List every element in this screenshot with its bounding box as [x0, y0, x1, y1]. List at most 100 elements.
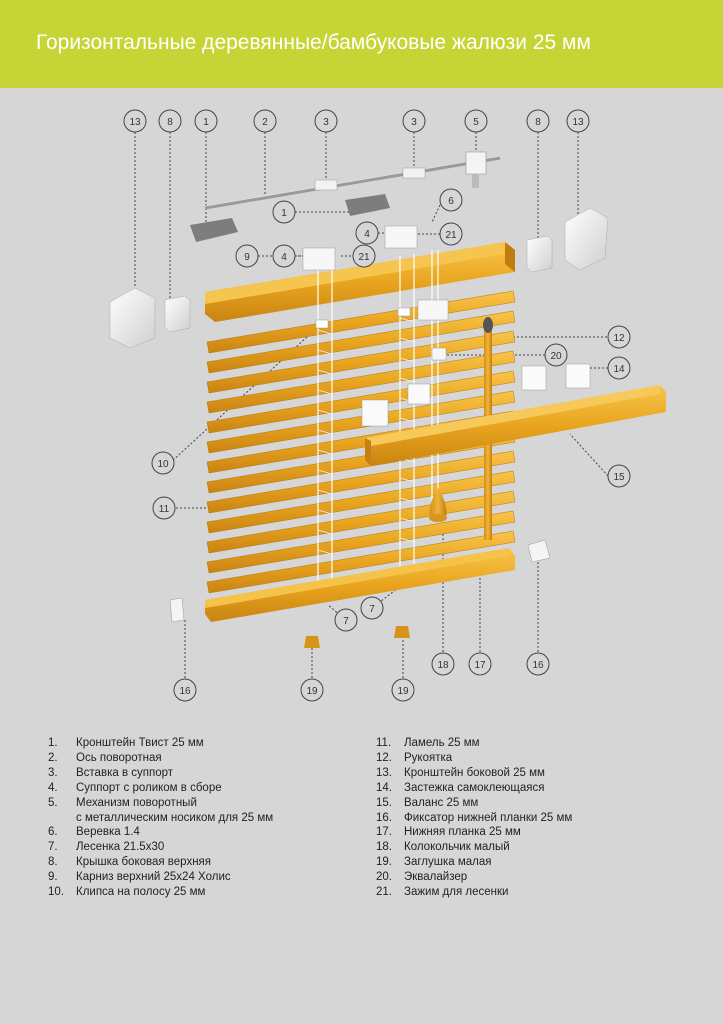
legend-number: 14.: [376, 781, 392, 794]
legend-item: 14.Застежка самоклеющаяся: [376, 781, 706, 796]
legend-text: Карниз верхний 25x24 Холис: [76, 871, 231, 884]
callout-13-left: 13: [123, 109, 147, 133]
legend-number: 2.: [48, 751, 58, 764]
svg-text:15: 15: [613, 472, 625, 483]
svg-text:1: 1: [203, 117, 209, 128]
svg-text:19: 19: [397, 686, 409, 697]
legend-number: [48, 811, 76, 826]
svg-text:8: 8: [535, 117, 541, 128]
legend-number: 20.: [376, 871, 392, 884]
legend-text: Колокольчик малый: [404, 841, 510, 854]
legend-item: 1. Кронштейн Твист 25 мм: [48, 736, 358, 751]
svg-text:3: 3: [411, 117, 417, 128]
legend-number: 8.: [48, 856, 58, 869]
legend-item: 7.Лесенка 21.5x30: [48, 840, 358, 855]
legend-text: Суппорт с роликом в сборе: [76, 781, 222, 794]
legend-text: Валанс 25 мм: [404, 796, 479, 809]
callout-9: 9: [235, 244, 259, 268]
legend-number: 1.: [48, 737, 58, 749]
callout-5: 5: [464, 109, 488, 133]
bell-tassel: [429, 488, 447, 522]
legend-number: 3.: [48, 766, 58, 779]
legend-text: Заглушка малая: [404, 856, 492, 869]
callout-14: 14: [607, 356, 631, 380]
svg-text:16: 16: [532, 660, 544, 671]
legend-item: 17. Нижняя планка 25 мм: [376, 825, 706, 840]
callout-18: 18: [431, 652, 455, 676]
legend-item: 5. Механизм поворотный: [48, 796, 358, 811]
legend-text: Эквалайзер: [404, 871, 468, 884]
legend-item: 21. Зажим для лесенки: [376, 885, 706, 900]
callout-11: 11: [152, 496, 176, 520]
legend-text: Ламель 25 мм: [404, 737, 480, 749]
svg-text:6: 6: [448, 196, 454, 207]
svg-text:9: 9: [244, 252, 250, 263]
legend-item: с металлическим носиком для 25 мм: [48, 811, 358, 826]
svg-text:20: 20: [550, 351, 562, 362]
svg-text:1: 1: [281, 208, 287, 219]
svg-text:7: 7: [369, 604, 375, 615]
legend-item: 10. Клипса на полосу 25 мм: [48, 885, 358, 900]
callout-15: 15: [607, 464, 631, 488]
legend-item: 13.Кронштейн боковой 25 мм: [376, 766, 706, 781]
legend-number: 19.: [376, 856, 392, 869]
legend-item: 20. Эквалайзер: [376, 870, 706, 885]
callout-1-mid: 1: [272, 200, 296, 224]
legend-item: 3. Вставка в суппорт: [48, 766, 358, 781]
svg-text:13: 13: [129, 117, 141, 128]
svg-text:21: 21: [358, 252, 370, 263]
callout-3-left: 3: [314, 109, 338, 133]
callout-21-right: 21: [439, 222, 463, 246]
callout-16-left: 16: [173, 678, 197, 702]
svg-text:4: 4: [364, 229, 370, 240]
callout-7-right: 7: [360, 596, 384, 620]
callout-4-left: 4: [272, 244, 296, 268]
callout-1-top: 1: [194, 109, 218, 133]
legend-text: Ось поворотная: [76, 751, 162, 764]
svg-text:5: 5: [473, 117, 479, 128]
legend-text: Рукоятка: [404, 751, 453, 764]
legend-item: 12. Рукоятка: [376, 751, 706, 766]
svg-text:18: 18: [437, 660, 449, 671]
exploded-diagram: 13 8 1 2 3 3 5 8 13 1 6 4 21 9 4 21 12 2…: [0, 88, 723, 718]
legend-number: 4.: [48, 781, 58, 794]
legend-text: Нижняя планка 25 мм: [404, 826, 521, 839]
legend-number: 18.: [376, 841, 392, 854]
callout-19-left: 19: [300, 678, 324, 702]
legend-number: 16.: [376, 811, 392, 824]
legend-number: 7.: [48, 841, 58, 854]
legend-item: 19. Заглушка малая: [376, 855, 706, 870]
legend-number: 17.: [376, 826, 392, 839]
callout-8-left: 8: [158, 109, 182, 133]
legend-text: Кронштейн Твист 25 мм: [76, 737, 204, 749]
page-header: Горизонтальные деревянные/бамбуковые жал…: [0, 0, 723, 88]
svg-text:21: 21: [445, 230, 457, 241]
callout-21-left: 21: [352, 244, 376, 268]
legend-item: 15. Валанс 25 мм: [376, 796, 706, 811]
callout-4-right: 4: [355, 221, 379, 245]
svg-text:13: 13: [572, 117, 584, 128]
callout-7-left: 7: [334, 608, 358, 632]
legend-number: 15.: [376, 796, 392, 809]
legend-text: Механизм поворотный: [76, 796, 197, 809]
legend-number: 12.: [376, 751, 392, 764]
legend-number: 10.: [48, 886, 64, 899]
legend-text: Вставка в суппорт: [76, 766, 174, 779]
svg-text:10: 10: [157, 459, 169, 470]
legend-text: Крышка боковая верхняя: [76, 856, 211, 869]
legend-text: с металлическим носиком для 25 мм: [76, 811, 274, 824]
legend-text: Фиксатор нижней планки 25 мм: [404, 811, 573, 824]
svg-text:2: 2: [262, 117, 268, 128]
legend-item: 11.Ламель 25 мм: [376, 736, 706, 751]
callout-19-right: 19: [391, 678, 415, 702]
svg-text:12: 12: [613, 333, 625, 344]
legend-number: 5.: [48, 796, 58, 809]
legend-text: Зажим для лесенки: [404, 886, 509, 899]
legend-item: 9. Карниз верхний 25x24 Холис: [48, 870, 358, 885]
legend-text: Клипса на полосу 25 мм: [76, 886, 206, 899]
page-title: Горизонтальные деревянные/бамбуковые жал…: [36, 31, 591, 54]
legend-number: 9.: [48, 871, 58, 884]
svg-text:7: 7: [343, 616, 349, 627]
legend-number: 21.: [376, 886, 392, 899]
callout-17: 17: [468, 652, 492, 676]
